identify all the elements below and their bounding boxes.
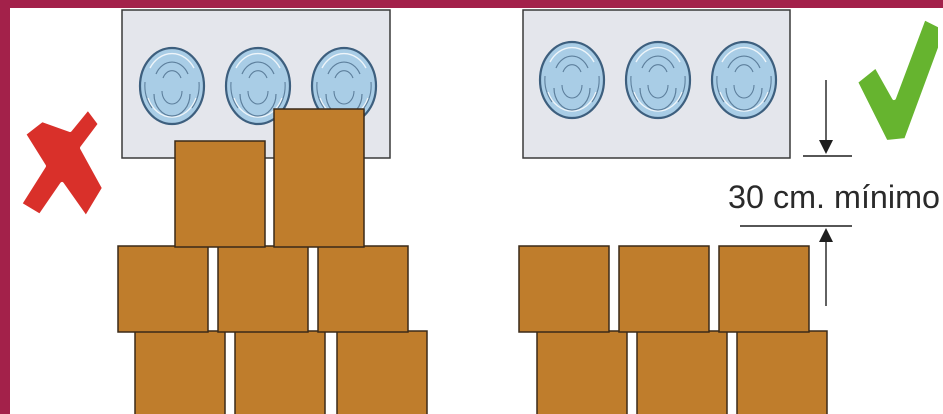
storage-diagram: 30 cm. mínimo: [10, 8, 943, 414]
box: [519, 246, 609, 332]
box: [737, 331, 827, 414]
box: [135, 331, 225, 414]
box: [719, 246, 809, 332]
box: [118, 246, 208, 332]
box: [274, 109, 364, 247]
box: [218, 246, 308, 332]
clearance-label: 30 cm. mínimo: [728, 179, 940, 215]
box: [175, 141, 265, 247]
box: [337, 331, 427, 414]
box: [537, 331, 627, 414]
correct-example: 30 cm. mínimo: [519, 10, 940, 414]
cross-icon: [20, 108, 104, 218]
box-stack-right: [519, 246, 827, 414]
cooling-unit-right: [523, 10, 790, 158]
box: [235, 331, 325, 414]
box: [637, 331, 727, 414]
box: [318, 246, 408, 332]
check-icon: [856, 18, 940, 142]
fan-vent-icon: [626, 42, 690, 118]
fan-vent-icon: [140, 48, 204, 124]
arrow-up-icon: [819, 228, 833, 242]
box: [619, 246, 709, 332]
fan-vent-icon: [540, 42, 604, 118]
fan-vent-icon: [712, 42, 776, 118]
illustration-frame: 30 cm. mínimo: [10, 8, 943, 414]
incorrect-example: [20, 10, 427, 414]
